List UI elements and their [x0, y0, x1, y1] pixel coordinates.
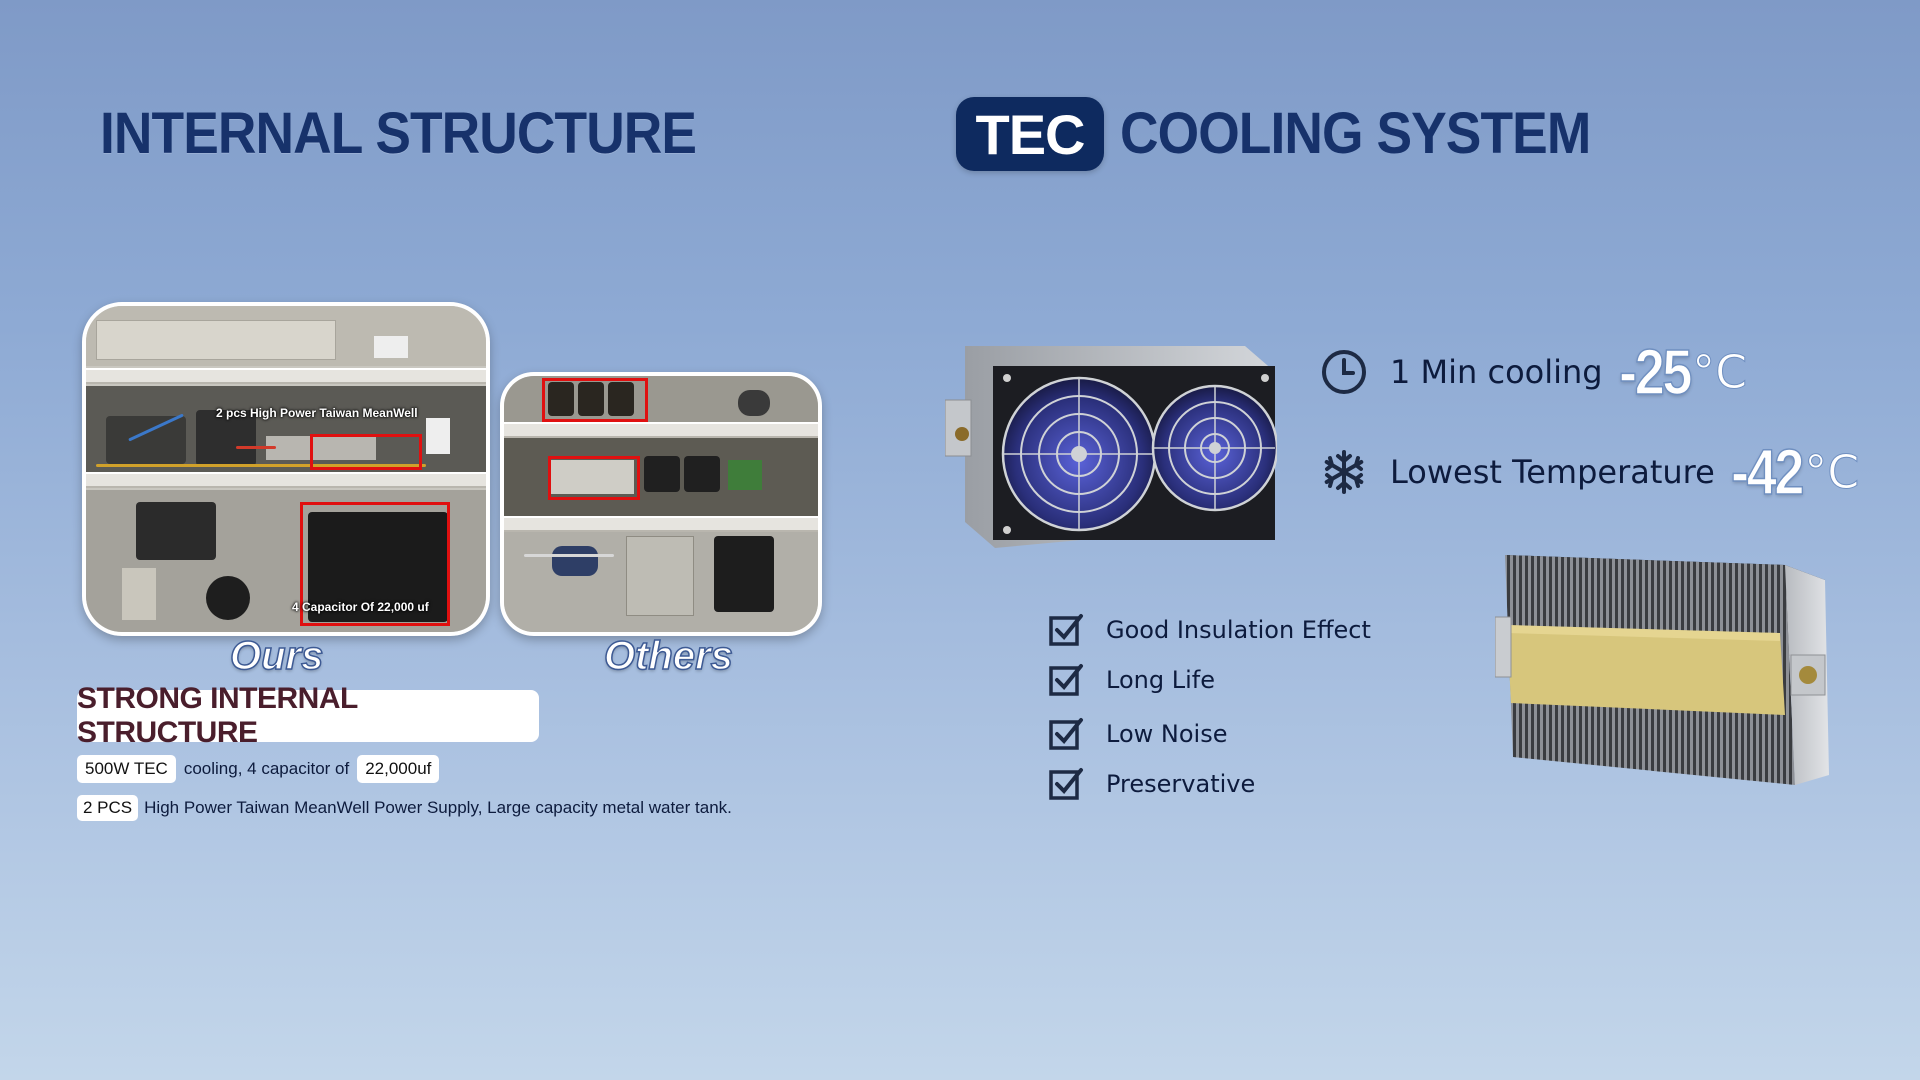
- ours-photo-caption-2: 4 Capacitor Of 22,000 uf: [292, 600, 429, 614]
- description-text: High Power Taiwan MeanWell Power Supply,…: [144, 798, 732, 817]
- snowflake-icon: [1324, 450, 1364, 494]
- checkbox-icon: [1049, 664, 1083, 696]
- label-ours: Ours: [229, 633, 324, 679]
- internal-structure-heading: INTERNAL STRUCTURE: [100, 101, 697, 166]
- stat-one-min-cooling: 1 Min cooling -25 °C: [1320, 335, 1748, 409]
- stat-unit: °C: [1804, 445, 1860, 500]
- stat-label: Lowest Temperature: [1390, 453, 1715, 491]
- feature-item: Preservative: [1048, 759, 1371, 809]
- tag-capacitor: 22,000uf: [357, 755, 440, 783]
- stat-value: -42: [1730, 435, 1805, 509]
- strong-structure-title: STRONG INTERNAL STRUCTURE: [77, 682, 539, 749]
- tag-2-pcs: 2 PCS: [77, 795, 139, 821]
- description-text: cooling, 4 capacitor of: [183, 759, 350, 778]
- stat-value: -25: [1618, 335, 1693, 409]
- tec-badge: TEC: [956, 97, 1104, 171]
- description-line-2: 2 PCS High Power Taiwan MeanWell Power S…: [77, 795, 740, 821]
- checkbox-icon: [1049, 768, 1083, 800]
- description-line-1: 500W TEC cooling, 4 capacitor of 22,000u…: [77, 755, 440, 783]
- heatsink-image: [1495, 555, 1829, 785]
- tec-fan-unit-image: [945, 346, 1277, 548]
- feature-label: Low Noise: [1106, 720, 1228, 748]
- tag-500w-tec: 500W TEC: [77, 755, 176, 783]
- stat-unit: °C: [1692, 345, 1748, 400]
- checkbox-icon: [1049, 614, 1083, 646]
- feature-label: Good Insulation Effect: [1106, 616, 1371, 644]
- label-others: Others: [603, 633, 733, 679]
- others-internal-photo: [500, 372, 822, 636]
- clock-icon: [1322, 350, 1366, 394]
- feature-item: Low Noise: [1048, 709, 1371, 759]
- feature-item: Long Life: [1048, 655, 1371, 705]
- feature-item: Good Insulation Effect: [1048, 605, 1371, 655]
- ours-internal-photo: 2 pcs High Power Taiwan MeanWell 4 Capac…: [82, 302, 490, 636]
- cooling-system-heading: COOLING SYSTEM: [1120, 101, 1591, 166]
- stat-lowest-temperature: Lowest Temperature -42 °C: [1320, 435, 1860, 509]
- checkbox-icon: [1049, 718, 1083, 750]
- feature-label: Long Life: [1106, 666, 1215, 694]
- feature-list: Good Insulation Effect Long Life Low Noi…: [1048, 605, 1371, 809]
- ours-photo-caption: 2 pcs High Power Taiwan MeanWell: [216, 406, 418, 420]
- feature-label: Preservative: [1106, 770, 1256, 798]
- stat-label: 1 Min cooling: [1390, 353, 1603, 391]
